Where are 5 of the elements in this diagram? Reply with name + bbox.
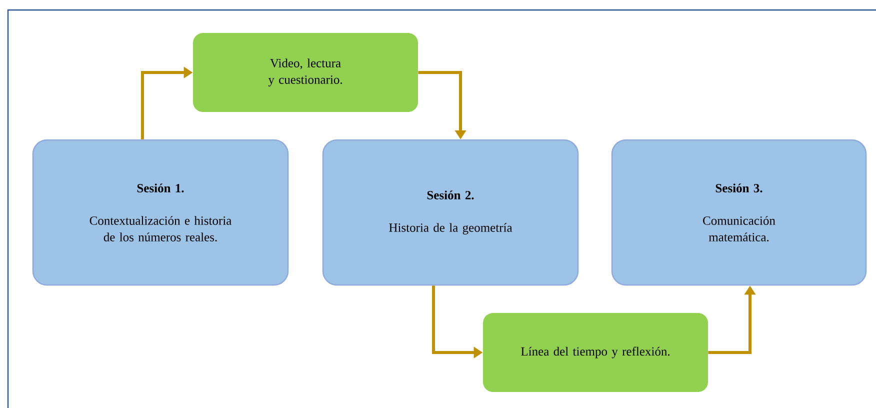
session-box: Sesión 2. Historia de la geometría (322, 139, 579, 286)
session-box: Sesión 3. Comunicación matemática. (611, 139, 867, 286)
activity-box: Línea del tiempo y reflexión. (483, 313, 708, 392)
activity-box: Video, lectura y cuestionario. (193, 33, 418, 112)
session-box: Sesión 1. Contextualización e historia de los números reales. (32, 139, 289, 286)
